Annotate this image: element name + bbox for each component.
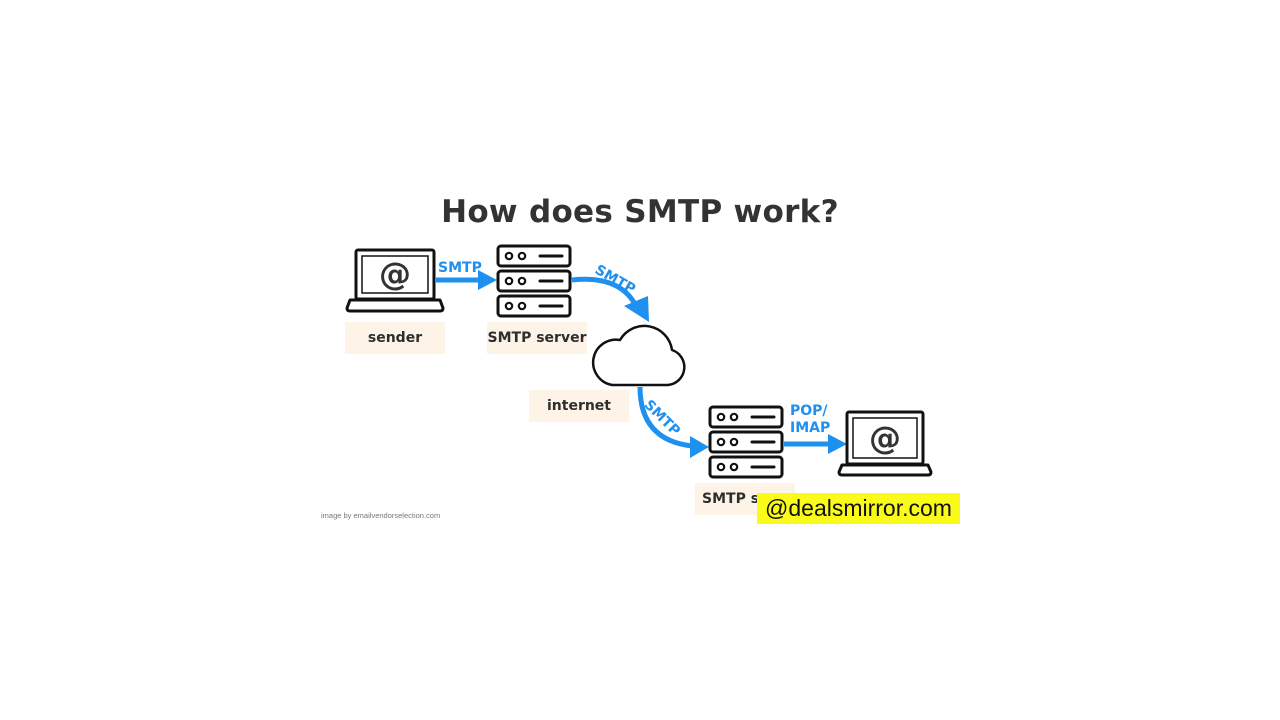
sender-label: sender [345,322,445,354]
recipient-laptop-icon: @ [837,410,933,477]
smtp-server-1-label: SMTP server [487,322,587,354]
image-credit: image by emailvendorselection.com [321,511,441,520]
internet-cloud-icon [591,324,686,387]
internet-label: internet [529,390,629,422]
sender-laptop-icon: @ [345,248,445,313]
diagram-title: How does SMTP work? [441,194,839,230]
watermark-badge: @dealsmirror.com [757,493,960,524]
arrow-server-to-internet [571,276,649,322]
sender-at-sign-icon: @ [379,255,411,293]
arrow-server-to-recipient [784,434,847,454]
smtp-server-1-icon [496,244,572,318]
protocol-label-sender-to-server: SMTP [438,260,482,276]
smtp-server-2-icon [708,405,784,479]
protocol-label-server-to-recipient: POP/ IMAP [790,403,831,436]
recipient-at-sign-icon: @ [869,419,901,457]
arrow-internet-to-server [637,386,709,458]
arrow-sender-to-server [436,270,497,290]
